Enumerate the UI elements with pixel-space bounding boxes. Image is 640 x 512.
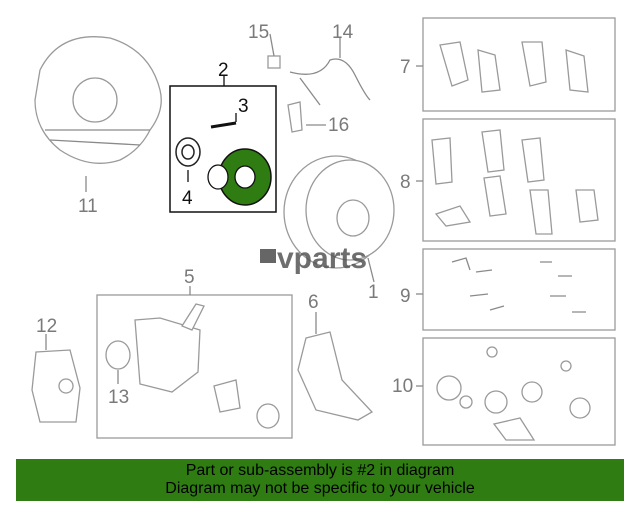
panel-8 — [416, 118, 616, 242]
footer-line-2: Diagram may not be specific to your vehi… — [165, 480, 475, 497]
callout-7: 7 — [400, 57, 411, 78]
caliper-bracket-part — [297, 312, 374, 421]
callout-15: 15 — [248, 22, 269, 43]
callout-6: 6 — [308, 292, 319, 313]
callout-5: 5 — [184, 267, 195, 288]
callout-1: 1 — [368, 282, 379, 303]
callout-16: 16 — [328, 115, 349, 136]
callout-8: 8 — [400, 172, 411, 193]
caliper-body-part — [31, 334, 81, 423]
callout-9: 9 — [400, 286, 411, 307]
watermark-brand: vparts — [277, 242, 367, 275]
footer-line-1: Part or sub-assembly is #2 in diagram — [185, 462, 455, 479]
callout-14: 14 — [332, 22, 354, 43]
panel-9 — [416, 248, 616, 331]
brake-hose-part — [267, 33, 371, 133]
callout-13: 13 — [108, 387, 129, 408]
panel-7 — [416, 17, 616, 112]
callout-3: 3 — [238, 96, 249, 117]
brake-rotor-part — [283, 155, 395, 283]
footer-banner: Part or sub-assembly is #2 in diagram Di… — [16, 459, 624, 501]
callout-4: 4 — [182, 188, 193, 209]
panel-10 — [416, 337, 616, 446]
vparts-watermark: vparts — [260, 242, 367, 275]
callout-10: 10 — [392, 376, 413, 397]
dust-shield-part — [34, 36, 162, 192]
callout-2: 2 — [218, 60, 229, 81]
callout-12: 12 — [36, 316, 57, 337]
caliper-box — [96, 286, 293, 439]
callout-11: 11 — [78, 196, 98, 217]
hub-assembly-box — [169, 76, 277, 213]
